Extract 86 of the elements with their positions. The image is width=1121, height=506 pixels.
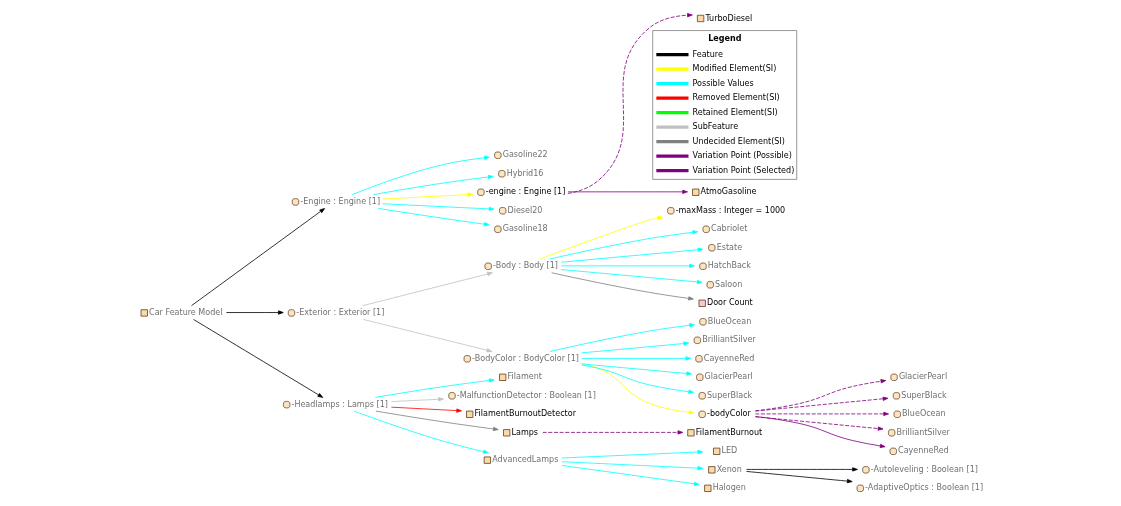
node-label: -maxMass : Integer = 1000 <box>675 205 785 215</box>
node-label: -Headlamps : Lamps [1] <box>290 399 388 409</box>
arrow <box>567 13 693 194</box>
arrow <box>538 216 663 260</box>
arrow <box>560 269 702 285</box>
legend-label: Removed Element(SI) <box>692 93 780 103</box>
legend-label: Modified Element(SI) <box>692 64 776 74</box>
arrow <box>580 363 692 376</box>
node-label: Cabriolet <box>710 224 747 234</box>
arrow <box>541 430 683 435</box>
node-label: CayenneRed <box>703 353 754 363</box>
node-label: GlacierPearl <box>704 372 753 382</box>
node-label: BrilliantSilver <box>701 335 756 345</box>
arrow <box>580 363 694 415</box>
node-label: -MalfunctionDetector : Boolean [1] <box>456 390 596 400</box>
node-label: Gasoline22 <box>502 150 548 160</box>
arrow <box>580 356 691 361</box>
arrow <box>561 449 703 459</box>
arrow <box>390 406 462 413</box>
arrow <box>754 416 883 431</box>
node-label: -Autoleveling : Boolean [1] <box>870 464 978 474</box>
arrow <box>745 467 858 472</box>
legend-label: Variation Point (Possible) <box>692 151 792 161</box>
node-label: Gasoline18 <box>502 224 548 234</box>
arrow <box>754 411 889 416</box>
arrow <box>362 319 492 353</box>
node-label: BrilliantSilver <box>895 427 950 437</box>
legend-label: Possible Values <box>692 78 754 88</box>
node-label: AdvancedLamps <box>491 455 558 465</box>
arrow <box>225 310 284 315</box>
node-label: Lamps <box>511 427 538 437</box>
label: Legend <box>707 34 741 44</box>
arrow <box>549 323 695 352</box>
node-label: Car Feature Model <box>148 307 222 317</box>
arrow <box>561 461 703 471</box>
arrow <box>561 465 700 486</box>
arrow <box>377 207 490 227</box>
node-label: FilamentBurnoutDetector <box>474 409 576 419</box>
arrow <box>580 341 689 354</box>
node-label: GlacierPearl <box>898 372 947 382</box>
arrow <box>560 247 703 263</box>
arrow <box>567 189 688 194</box>
arrow <box>745 471 853 484</box>
legend-label: Feature <box>692 49 723 59</box>
node-label: HatchBack <box>707 261 751 271</box>
node-label: Diesel20 <box>507 205 542 215</box>
arrow <box>560 263 695 268</box>
legend-label: SubFeature <box>692 122 738 132</box>
legend-label: Undecided Element(SI) <box>692 136 785 146</box>
arrow <box>381 192 473 200</box>
node-label: Estate <box>716 242 742 252</box>
node-label: Filament <box>507 372 542 382</box>
arrow <box>580 364 694 394</box>
arrow <box>550 272 694 301</box>
node-label: CayenneRed <box>897 446 949 456</box>
arrow <box>754 379 886 412</box>
node-label: -engine : Engine [1] <box>485 187 565 197</box>
node-label: FilamentBurnout <box>695 427 762 437</box>
node-label: -AdaptiveOptics : Boolean [1] <box>864 483 983 493</box>
legend-label: Variation Point (Selected) <box>692 165 794 175</box>
arrow <box>381 203 494 211</box>
arrow <box>390 397 444 402</box>
node-label: Saloon <box>714 279 742 289</box>
arrow <box>192 319 323 398</box>
node-label: LED <box>721 446 737 456</box>
arrow <box>754 396 888 412</box>
node-label: TurboDiesel <box>704 13 752 23</box>
node-label: BlueOcean <box>707 316 751 326</box>
arrow <box>549 230 698 260</box>
node-label: AtmoGasoline <box>700 187 757 197</box>
node-label: Door Count <box>706 298 753 308</box>
node-label: BlueOcean <box>901 409 946 419</box>
node-label: SuperBlack <box>900 390 947 400</box>
legend-label: Retained Element(SI) <box>692 107 778 117</box>
arrow <box>190 208 325 306</box>
arrow <box>361 271 493 307</box>
node-label: Halogen <box>712 483 746 493</box>
node-label: SuperBlack <box>706 390 752 400</box>
node-label: Hybrid16 <box>506 168 543 178</box>
node-label: -Body : Body [1] <box>492 261 558 271</box>
node-label: -Exterior : Exterior [1] <box>295 307 384 317</box>
arrow <box>754 416 885 448</box>
node-label: -BodyColor : BodyColor [1] <box>471 353 579 363</box>
node-label: Xenon <box>716 464 742 474</box>
node-label: -Engine : Engine [1] <box>299 196 380 206</box>
node-label: -bodyColor <box>706 409 751 419</box>
